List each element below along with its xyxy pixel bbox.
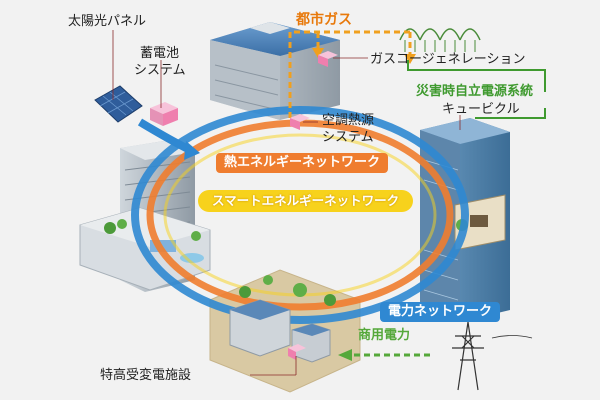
storage-label-line1: 蓄電池 <box>140 46 180 61</box>
cubicle-label: キュービクル <box>442 102 520 117</box>
city-gas-label: 都市ガス <box>296 12 352 28</box>
commercial-power-arrows <box>338 349 430 361</box>
gas-tanks <box>399 28 481 52</box>
disaster-power-line-2 <box>475 108 546 119</box>
disaster-power-line <box>407 60 546 92</box>
gas-arrow-right <box>404 54 416 64</box>
heat-network-badge: 熱エネルギーネットワーク <box>216 153 389 173</box>
power-network-badge: 電力ネットワーク <box>380 302 501 322</box>
substation-label: 特高受変電施設 <box>100 368 192 383</box>
smart-network-badge: スマートエネルギーネットワーク <box>198 190 414 212</box>
office-building <box>210 22 340 120</box>
transmission-tower <box>452 321 533 391</box>
cogeneration-label: ガスコージェネレーション <box>370 52 526 67</box>
hvac-label-line2: システム <box>322 130 374 145</box>
solar-panel-label: 太陽光パネル <box>68 14 147 29</box>
hvac-label-line1: 空調熱源 <box>322 113 375 128</box>
city-gas-lines <box>288 30 412 118</box>
storage-battery-graphic <box>150 102 178 126</box>
storage-label-line2: システム <box>134 63 186 78</box>
substation-graphic <box>229 275 336 363</box>
gas-arrow-down <box>312 48 324 58</box>
commercial-power-label: 商用電力 <box>358 328 411 343</box>
leader-lines <box>112 30 461 376</box>
disaster-power-label: 災害時自立電源系統 <box>416 84 534 99</box>
solar-panel-graphic <box>94 85 143 123</box>
system-markers <box>290 51 338 130</box>
solar-arrow <box>137 118 200 160</box>
